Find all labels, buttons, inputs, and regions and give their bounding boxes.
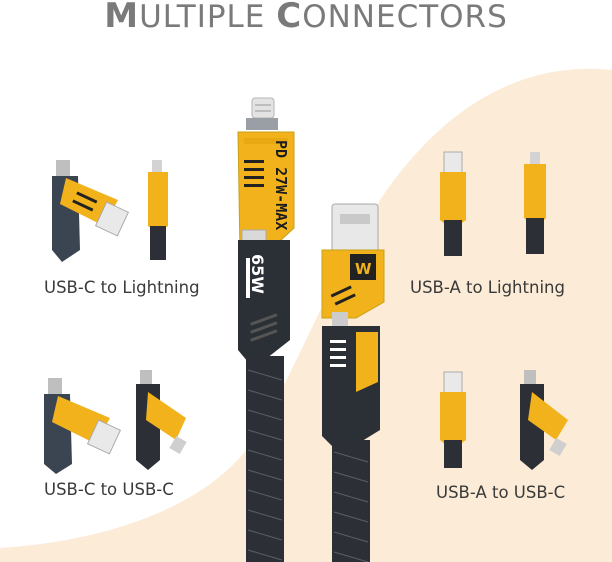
thumb-usba-usbc xyxy=(440,370,568,470)
page-title: MULTIPLE CONNECTORS xyxy=(104,0,508,36)
thumb-usba-lightning xyxy=(440,151,546,256)
main-cable-usbc-lightning: PD 27W-MAX 65W xyxy=(237,97,295,562)
svg-text:W: W xyxy=(355,260,372,278)
label-usbc-usbc: USB-C to USB-C xyxy=(44,480,174,499)
label-usbc-lightning: USB-C to Lightning xyxy=(44,278,200,297)
thumb-usbc-usbc xyxy=(44,370,187,474)
thumb-usbc-lightning xyxy=(52,160,168,262)
main-cable-usba-usbc: W xyxy=(321,203,385,562)
label-usba-lightning: USB-A to Lightning xyxy=(410,278,565,297)
label-usba-usbc: USB-A to USB-C xyxy=(436,483,565,502)
watt-text: 65W xyxy=(248,254,267,294)
cable-spec-text: PD 27W-MAX xyxy=(272,140,290,230)
